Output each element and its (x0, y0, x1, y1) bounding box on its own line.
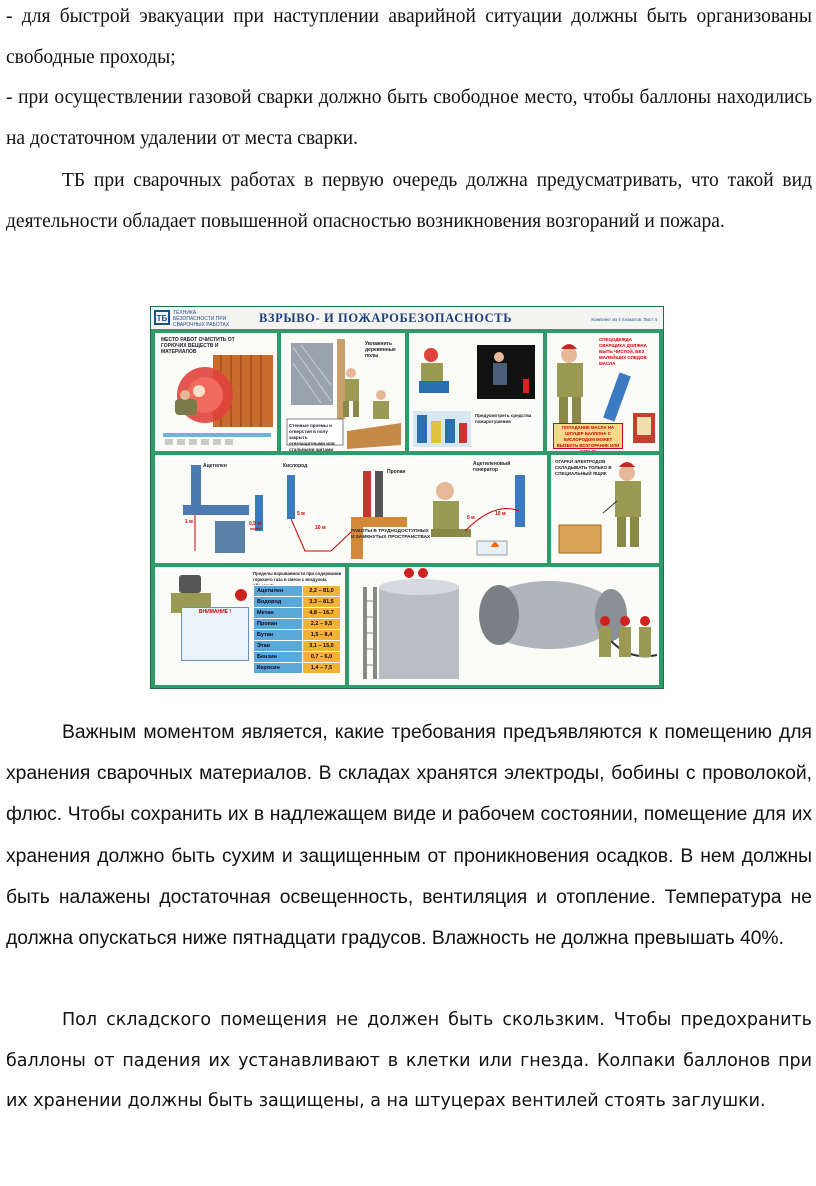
illustration-confined-spaces (363, 568, 658, 679)
distance-label-4: 0,5 м (249, 521, 262, 527)
panel-distances: Ацетилен Кислород Пропан Ацетиленовый ге… (155, 455, 547, 563)
caption-wet-floor: Увлажнить деревянные полы (365, 341, 396, 359)
distance-label-6: 5 м (467, 515, 475, 521)
caption-oxygen-cylinders: СПЕЦОДЕЖДА СВАРЩИКА ДОЛЖНА БЫТЬ ЧИСТОЙ, … (599, 337, 647, 366)
attention-title: ВНИМАНИЕ ! (198, 609, 232, 615)
illustration-fire-means (413, 345, 535, 447)
illustration-wall-openings (286, 339, 401, 449)
panel-oxygen-oil: СПЕЦОДЕЖДА СВАРЩИКА ДОЛЖНА БЫТЬ ЧИСТОЙ, … (547, 333, 659, 451)
panel-explosion-limits: ВНИМАНИЕ ! Пределы взрываемости при соде… (155, 567, 345, 685)
caption-oil-warning: ПОПАДАНИЕ МАСЛА НА ШТУЦЕР БАЛЛОНА С КИСЛ… (553, 423, 623, 451)
poster-title: ВЗРЫВО- И ПОЖАРОБЕЗОПАСНОСТЬ (259, 311, 513, 325)
paragraph-safety: ТБ при сварочных работах в первую очеред… (6, 170, 812, 232)
label-gas-generator: Ацетиленовый генератор (473, 461, 511, 473)
caption-place-clear: МЕСТО РАБОТ ОЧИСТИТЬ ОТ ГОРЮЧИХ ВЕЩЕСТВ … (161, 337, 235, 355)
attention-box: ВНИМАНИЕ ! (181, 607, 249, 661)
panel-fire-means: Предусмотреть средства пожаротушения (409, 333, 543, 451)
illustration-distances (183, 465, 525, 559)
panel-wall-openings: Стенные проемы и отверстия в полу закрыт… (281, 333, 405, 451)
caption-protect-work: Предусмотреть средства пожаротушения (475, 413, 532, 424)
illustration-electrode-stubs (558, 462, 641, 554)
panel-confined-spaces (349, 567, 659, 685)
distance-label-2: 5 м (297, 511, 305, 517)
illustration-clear-workplace (163, 355, 273, 445)
paragraph-gas-welding: - при осуществлении газовой сварки должн… (6, 87, 812, 149)
panel-electrode-stubs: ОГАРКИ ЭЛЕКТРОДОВ СКЛАДЫВАТЬ ТОЛЬКО В СП… (551, 455, 659, 563)
poster-header: ТБ ТЕХНИКА БЕЗОПАСНОСТИ ПРИ СВАРОЧНЫХ РА… (151, 307, 663, 329)
poster-org-label: ТЕХНИКА БЕЗОПАСНОСТИ ПРИ СВАРОЧНЫХ РАБОТ… (173, 310, 230, 328)
caption-electrode-stubs: ОГАРКИ ЭЛЕКТРОДОВ СКЛАДЫВАТЬ ТОЛЬКО В СП… (555, 459, 612, 476)
paragraph-storage-requirements: Важным моментом является, какие требован… (6, 722, 812, 950)
paragraph-evacuation: - для быстрой эвакуации при наступлении … (6, 6, 812, 68)
poster-series-label: Комплект из 4 плакатов. Лист 4 (591, 317, 657, 322)
distance-label-3: 1 м (185, 519, 193, 525)
caption-wall-openings: Стенные проемы и отверстия в полу закрыт… (289, 423, 335, 451)
distance-label-1: 10 м (315, 525, 326, 531)
distance-label-5: 10 м (495, 511, 506, 517)
illustration-oxygen-oil (557, 344, 655, 443)
paragraph-floor-cylinders: Пол складского помещения не должен быть … (6, 1010, 812, 1111)
label-acetylene: Ацетилен (203, 463, 227, 469)
tb-logo: ТБ (154, 310, 170, 325)
panel-clear-workplace: МЕСТО РАБОТ ОЧИСТИТЬ ОТ ГОРЮЧИХ ВЕЩЕСТВ … (155, 333, 277, 451)
safety-poster: ТБ ТЕХНИКА БЕЗОПАСНОСТИ ПРИ СВАРОЧНЫХ РА… (150, 306, 664, 689)
caption-confined-spaces: РАБОТЫ В ТРУДНОДОСТУПНЫХ И ЗАМКНУТЫХ ПРО… (351, 529, 431, 540)
label-hydrogen: Кислород (283, 463, 308, 469)
label-propane: Пропан (387, 469, 406, 475)
